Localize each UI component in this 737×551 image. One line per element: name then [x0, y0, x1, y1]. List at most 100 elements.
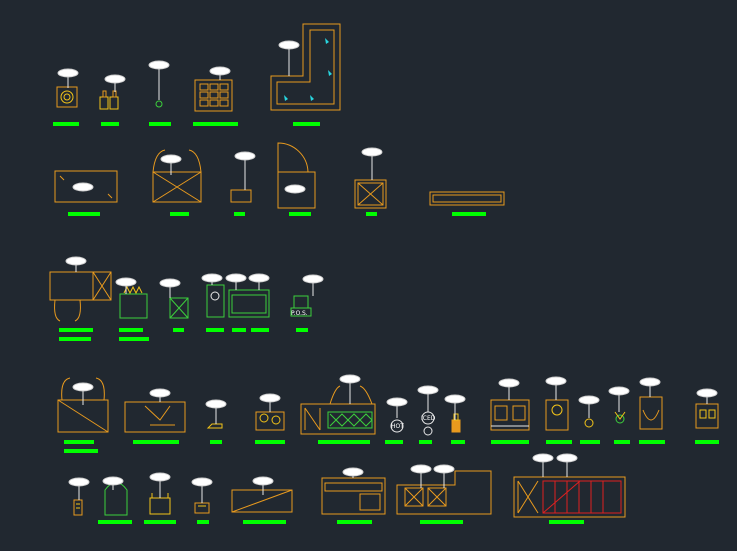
- dimension-bar: [695, 440, 719, 444]
- dimension-bar-layer: [53, 122, 719, 524]
- symbol-blender-station: [255, 411, 285, 431]
- dimension-bar: [639, 440, 665, 444]
- dimension-bar: [546, 440, 572, 444]
- hot-label: HOT: [391, 423, 404, 430]
- symbol-grinder-small: [73, 499, 83, 516]
- symbol-iced-dispenser: ICED: [421, 411, 436, 436]
- tag-bubble: [159, 278, 181, 288]
- symbol-counter-top: [54, 170, 118, 203]
- dimension-bar: [366, 212, 377, 216]
- tag-bubble: [115, 277, 137, 287]
- tag-bubble: [68, 477, 90, 487]
- symbol-coffee-grinders: [99, 90, 119, 110]
- tag-bubble: [342, 467, 364, 477]
- tag-bubble: [57, 68, 79, 78]
- dimension-bar: [293, 122, 320, 126]
- symbol-door-swing: [277, 142, 316, 209]
- dimension-bar: [243, 520, 286, 524]
- dimension-bar: [59, 337, 91, 341]
- symbol-clamp-valve: [614, 411, 626, 424]
- dimension-bar: [549, 520, 584, 524]
- dimension-bar: [64, 440, 94, 444]
- dimension-bar: [197, 520, 209, 524]
- symbol-back-counter: [321, 477, 386, 515]
- dimension-bar: [149, 122, 171, 126]
- symbol-hot-dispenser: HOT: [390, 419, 404, 433]
- symbol-oven: [490, 399, 530, 431]
- tag-bubble: [104, 74, 126, 84]
- symbol-double-door-cabinet: [49, 271, 112, 322]
- dimension-bar: [98, 520, 132, 524]
- tag-bubble: [696, 388, 718, 398]
- tag-bubble: [417, 385, 439, 395]
- dimension-bar: [173, 328, 184, 332]
- tag-bubble: [302, 274, 324, 284]
- tag-bubble: [339, 374, 361, 384]
- dimension-bar: [420, 520, 463, 524]
- dimension-bar: [119, 337, 149, 341]
- dimension-bar: [193, 122, 238, 126]
- symbol-cross-box-green: [169, 297, 189, 319]
- tag-bubble: [209, 66, 231, 76]
- dimension-bar: [210, 440, 222, 444]
- dimension-bar: [206, 328, 224, 332]
- symbol-small-valve: [155, 100, 163, 108]
- tag-bubble: [433, 464, 455, 474]
- tag-bubble: [498, 378, 520, 388]
- tag-bubble: [556, 453, 578, 463]
- dimension-bar: [337, 520, 372, 524]
- dimension-bar: [53, 122, 79, 126]
- dimension-bar: [64, 449, 98, 453]
- dimension-bar: [451, 440, 465, 444]
- dimension-bar: [419, 440, 432, 444]
- dimension-bar: [289, 212, 311, 216]
- symbol-waste-bin: [104, 482, 128, 516]
- dimension-bar: [101, 122, 119, 126]
- tag-bubble: [102, 476, 124, 486]
- dimension-bar: [68, 212, 100, 216]
- tag-bubble: [248, 273, 270, 283]
- symbol-cabinet-with-doors: [152, 149, 202, 203]
- tag-bubble: [608, 386, 630, 396]
- dimension-bar: [234, 212, 245, 216]
- dimension-bar: [580, 440, 600, 444]
- tag-bubble: [259, 393, 281, 403]
- dimension-bar: [144, 520, 176, 524]
- symbol-ramp: [231, 489, 293, 513]
- tag-bubble: [532, 453, 554, 463]
- dimension-bar: [255, 440, 285, 444]
- tag-bubble: [201, 273, 223, 283]
- symbol-bar-counter-with-stools: [396, 470, 492, 515]
- tag-bubble: [205, 399, 227, 409]
- tag-bubble: [545, 376, 567, 386]
- symbol-mixing-bowl: [639, 396, 663, 430]
- dimension-bar: [296, 328, 308, 332]
- tag-bubble: [149, 388, 171, 398]
- symbol-long-shelf: [429, 191, 505, 206]
- tag-bubble: [149, 472, 171, 482]
- tag-bubble: [386, 397, 408, 407]
- tag-bubble: [225, 273, 247, 283]
- symbol-square-crossed: [354, 179, 387, 209]
- tag-bubble: [278, 40, 300, 50]
- pos-label: P.O.S.: [291, 310, 308, 317]
- dimension-bar: [318, 440, 370, 444]
- symbol-microwave: [695, 403, 719, 429]
- dimension-bar: [119, 328, 143, 332]
- dimension-bar: [133, 440, 179, 444]
- dimension-bar: [251, 328, 269, 332]
- tag-bubble: [252, 476, 274, 486]
- dimension-bar: [614, 440, 630, 444]
- tag-bubble: [284, 184, 306, 194]
- iced-label: ICED: [421, 415, 436, 422]
- symbol-display-case: [300, 385, 376, 435]
- symbol-tray-rack: [194, 79, 233, 112]
- tag-bubble: [639, 377, 661, 387]
- tag-layer: [57, 40, 718, 503]
- symbol-range-burner: [545, 399, 569, 431]
- tag-bubble: [410, 464, 432, 474]
- dimension-bar: [452, 212, 486, 216]
- tag-bubble: [160, 154, 182, 164]
- dimension-bar: [170, 212, 189, 216]
